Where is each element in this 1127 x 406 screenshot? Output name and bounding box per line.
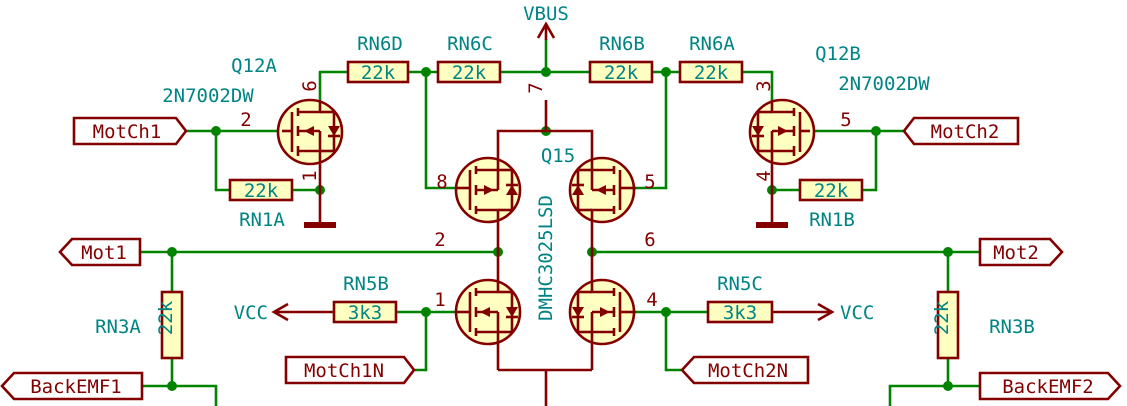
q12a-pin-gate: 2 bbox=[240, 109, 251, 131]
rn6a-value: 22k bbox=[694, 62, 729, 84]
svg-text:MotCh2: MotCh2 bbox=[931, 121, 1000, 143]
wires bbox=[138, 38, 980, 406]
rn6b-value: 22k bbox=[604, 62, 639, 84]
resistor-rn6b: 22k RN6B bbox=[588, 33, 654, 84]
svg-text:MotCh1N: MotCh1N bbox=[304, 360, 384, 382]
q12b-pin-source: 4 bbox=[753, 170, 775, 181]
vcc-right-label: VCC bbox=[840, 302, 874, 324]
q12a-value: 2N7002DW bbox=[162, 85, 254, 107]
label-motch1n: MotCh1N bbox=[284, 355, 416, 385]
rn5b-ref: RN5B bbox=[343, 273, 389, 295]
rn6c-value: 22k bbox=[452, 62, 487, 84]
label-mot1: Mot1 bbox=[58, 237, 142, 267]
resistor-rn6d: 22k RN6D bbox=[346, 33, 410, 84]
rn1a-value: 22k bbox=[244, 180, 279, 202]
rn5c-value: 3k3 bbox=[723, 302, 757, 324]
rn3b-ref: RN3B bbox=[989, 316, 1035, 338]
rn1b-ref: RN1B bbox=[809, 209, 855, 231]
label-motch2n: MotCh2N bbox=[680, 355, 810, 385]
q12b-ref: Q12B bbox=[815, 43, 861, 65]
svg-text:BackEMF2: BackEMF2 bbox=[1002, 376, 1094, 398]
ground-symbol-left bbox=[304, 190, 336, 228]
rn6a-ref: RN6A bbox=[689, 33, 735, 55]
transistor-q15: Q15 DMHC3025LSD 7 8 5 2 6 1 4 bbox=[434, 82, 658, 406]
resistor-rn6a: 22k RN6A bbox=[678, 33, 744, 84]
q15-pin2: 2 bbox=[434, 229, 445, 251]
rn5b-value: 3k3 bbox=[348, 302, 382, 324]
resistor-rn5c: 3k3 RN5C bbox=[706, 273, 774, 324]
label-backemf2: BackEMF2 bbox=[978, 371, 1122, 401]
q15-pin5: 5 bbox=[644, 171, 655, 193]
q12b-value: 2N7002DW bbox=[838, 73, 930, 95]
q12a-ref: Q12A bbox=[231, 55, 277, 77]
rn6c-ref: RN6C bbox=[447, 33, 493, 55]
q15-ref: Q15 bbox=[541, 145, 575, 167]
rn3a-value: 22k bbox=[155, 300, 177, 335]
rn3b-value: 22k bbox=[931, 300, 953, 335]
transistor-q12b: Q12B 2N7002DW 5 3 4 bbox=[748, 43, 930, 190]
vcc-right-symbol: VCC bbox=[772, 302, 874, 324]
resistor-rn3a: 22k RN3A bbox=[95, 290, 184, 360]
resistor-rn5b: 3k3 RN5B bbox=[332, 273, 398, 324]
resistor-rn1a: 22k RN1A bbox=[228, 178, 294, 231]
q15-pin1: 1 bbox=[434, 289, 445, 311]
vbus-symbol: VBUS bbox=[523, 3, 569, 40]
q15-pin6: 6 bbox=[644, 229, 655, 251]
svg-text:MotCh2N: MotCh2N bbox=[708, 360, 788, 382]
rn1a-ref: RN1A bbox=[239, 209, 285, 231]
vcc-left-label: VCC bbox=[234, 302, 268, 324]
rn1b-value: 22k bbox=[814, 180, 849, 202]
resistor-rn6c: 22k RN6C bbox=[436, 33, 502, 84]
q12a-pin-source: 1 bbox=[299, 170, 321, 181]
q12b-pin-drain: 3 bbox=[753, 80, 775, 91]
label-mot2: Mot2 bbox=[978, 237, 1064, 267]
rn6d-ref: RN6D bbox=[357, 33, 403, 55]
rn6b-ref: RN6B bbox=[599, 33, 645, 55]
q12b-pin-gate: 5 bbox=[840, 109, 851, 131]
rn6d-value: 22k bbox=[361, 62, 396, 84]
q15-value: DMHC3025LSD bbox=[535, 195, 557, 321]
svg-text:Mot1: Mot1 bbox=[81, 242, 127, 264]
q12a-pin-drain: 6 bbox=[299, 80, 321, 91]
q15-pin4: 4 bbox=[646, 289, 657, 311]
q15-pin8: 8 bbox=[436, 171, 447, 193]
label-backemf1: BackEMF1 bbox=[0, 371, 144, 401]
transistor-q12a: Q12A 2N7002DW 2 6 1 bbox=[162, 55, 344, 190]
svg-text:BackEMF1: BackEMF1 bbox=[30, 376, 122, 398]
vcc-left-symbol: VCC bbox=[234, 302, 334, 324]
svg-text:Mot2: Mot2 bbox=[993, 242, 1039, 264]
svg-text:MotCh1: MotCh1 bbox=[93, 121, 162, 143]
resistor-rn1b: 22k RN1B bbox=[798, 178, 864, 231]
label-motch2: MotCh2 bbox=[902, 116, 1020, 146]
q15-pin7: 7 bbox=[525, 82, 547, 93]
rn5c-ref: RN5C bbox=[717, 273, 763, 295]
rn3a-ref: RN3A bbox=[95, 316, 141, 338]
ground-symbol-right bbox=[756, 190, 788, 228]
vbus-label: VBUS bbox=[523, 3, 569, 25]
label-motch1: MotCh1 bbox=[72, 116, 188, 146]
resistor-rn3b: 22k RN3B bbox=[931, 290, 1035, 360]
